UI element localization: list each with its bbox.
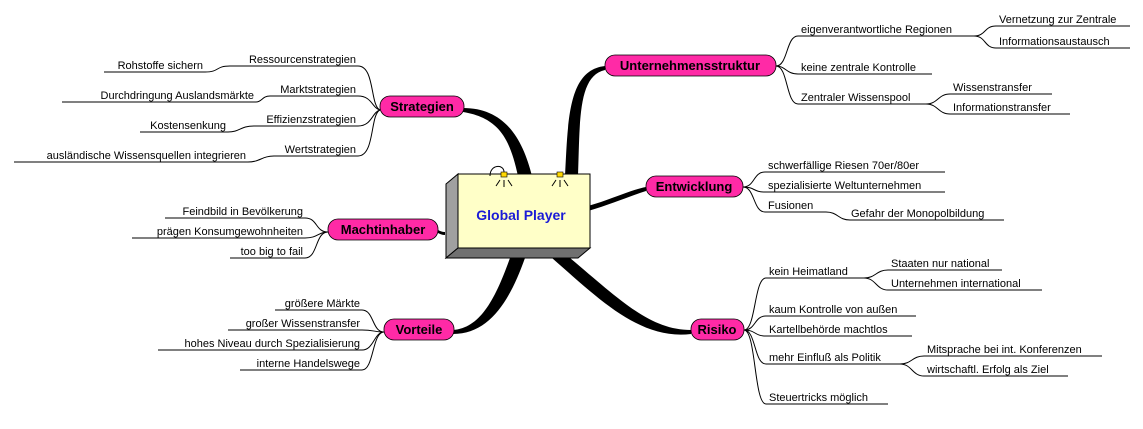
leaf-keine-zentrale-kontrolle[interactable]: keine zentrale Kontrolle [801,62,916,74]
leaf-kaum-kontrolle[interactable]: kaum Kontrolle von außen [769,304,897,316]
risiko-leaves: kein Heimatland Staaten nur national Unt… [769,258,1082,404]
leaf-mitsprache-konferenzen[interactable]: Mitsprache bei int. Konferenzen [927,344,1082,356]
branch-node-risiko[interactable]: Risiko [690,318,745,341]
leaf-eigenverantwortliche-regionen[interactable]: eigenverantwortliche Regionen [801,24,952,36]
leaf-informationsaustausch[interactable]: Informationsaustausch [999,36,1110,48]
leaf-spezialisierte-weltunternehmen[interactable]: spezialisierte Weltunternehmen [768,180,921,192]
leaf-schwerfaellige-riesen[interactable]: schwerfällige Riesen 70er/80er [768,160,919,172]
machtinhaber-leaves: Feindbild in Bevölkerung prägen Konsumge… [157,206,303,258]
branch-label-unternehmensstruktur: Unternehmensstruktur [620,58,760,73]
leaf-durchdringung-auslandsmaerkte[interactable]: Durchdringung Auslandsmärkte [101,90,254,102]
branch-label-entwicklung: Entwicklung [656,179,733,194]
leaf-zentraler-wissenspool[interactable]: Zentraler Wissenspool [801,92,910,104]
branch-node-strategien[interactable]: Strategien [379,95,465,118]
leaf-fusionen[interactable]: Fusionen [768,200,813,212]
vorteile-leaves: größere Märkte großer Wissenstransfer ho… [185,298,361,370]
leaf-rohstoffe-sichern[interactable]: Rohstoffe sichern [118,60,203,72]
leaf-wirtschaftl-erfolg[interactable]: wirtschaftl. Erfolg als Ziel [926,364,1049,376]
leaf-effizienzstrategien[interactable]: Effizienzstrategien [266,114,356,126]
leaf-ressourcenstrategien[interactable]: Ressourcenstrategien [249,54,356,66]
leaf-marktstrategien[interactable]: Marktstrategien [280,84,356,96]
branch-label-strategien: Strategien [390,99,454,114]
leaf-staaten-nur-national[interactable]: Staaten nur national [891,258,989,270]
branch-label-risiko: Risiko [697,322,736,337]
central-node[interactable]: Global Player [444,166,592,260]
branch-node-unternehmensstruktur[interactable]: Unternehmensstruktur [604,54,777,77]
lightbulb-icon [551,171,569,187]
leaf-interne-handelswege[interactable]: interne Handelswege [257,358,360,370]
entwicklung-leaves: schwerfällige Riesen 70er/80er spezialis… [768,160,984,220]
connector-risiko [552,258,691,335]
connector-unternehmensstruktur [565,66,605,176]
branch-node-machtinhaber[interactable]: Machtinhaber [327,218,439,241]
leaf-gefahr-monopolbildung[interactable]: Gefahr der Monopolbildung [851,208,984,220]
connector-strategien [463,108,532,176]
leaf-connectors [14,25,1130,405]
leaf-mehr-einfluss[interactable]: mehr Einfluß als Politik [769,352,881,364]
strategien-leaves: Ressourcenstrategien Rohstoffe sichern M… [47,54,356,162]
leaf-feindbild[interactable]: Feindbild in Bevölkerung [183,206,303,218]
leaf-vernetzung-zentrale[interactable]: Vernetzung zur Zentrale [999,14,1116,26]
branch-label-vorteile: Vorteile [396,322,443,337]
leaf-too-big-to-fail[interactable]: too big to fail [241,246,303,258]
connector-vorteile [453,258,525,334]
branch-node-vorteile[interactable]: Vorteile [383,318,455,341]
leaf-konsumgewohnheiten[interactable]: prägen Konsumgewohnheiten [157,226,303,238]
branch-label-machtinhaber: Machtinhaber [341,222,426,237]
central-node-label: Global Player [476,207,566,223]
connector-machtinhaber [438,230,445,235]
leaf-unternehmen-international[interactable]: Unternehmen international [891,278,1021,290]
leaf-grosser-wissenstransfer[interactable]: großer Wissenstransfer [246,318,361,330]
leaf-wissenstransfer[interactable]: Wissenstransfer [953,82,1032,94]
leaf-steuertricks[interactable]: Steuertricks möglich [769,392,868,404]
leaf-informationstransfer[interactable]: Informationstransfer [953,102,1051,114]
leaf-hohes-niveau[interactable]: hohes Niveau durch Spezialisierung [185,338,361,350]
leaf-kartellbehoerde-machtlos[interactable]: Kartellbehörde machtlos [769,324,888,336]
leaf-auslaendische-wissensquellen[interactable]: ausländische Wissensquellen integrieren [47,150,246,162]
branch-node-entwicklung[interactable]: Entwicklung [645,175,744,198]
leaf-groessere-maerkte[interactable]: größere Märkte [285,298,360,310]
leaf-kein-heimatland[interactable]: kein Heimatland [769,266,848,278]
lightbulb-icon [489,166,513,187]
unternehmensstruktur-leaves: eigenverantwortliche Regionen Vernetzung… [801,14,1116,114]
leaf-wertstrategien[interactable]: Wertstrategien [285,144,356,156]
connector-entwicklung [588,187,646,211]
main-branch-connectors [438,66,691,335]
leaf-kostensenkung[interactable]: Kostensenkung [150,120,226,132]
